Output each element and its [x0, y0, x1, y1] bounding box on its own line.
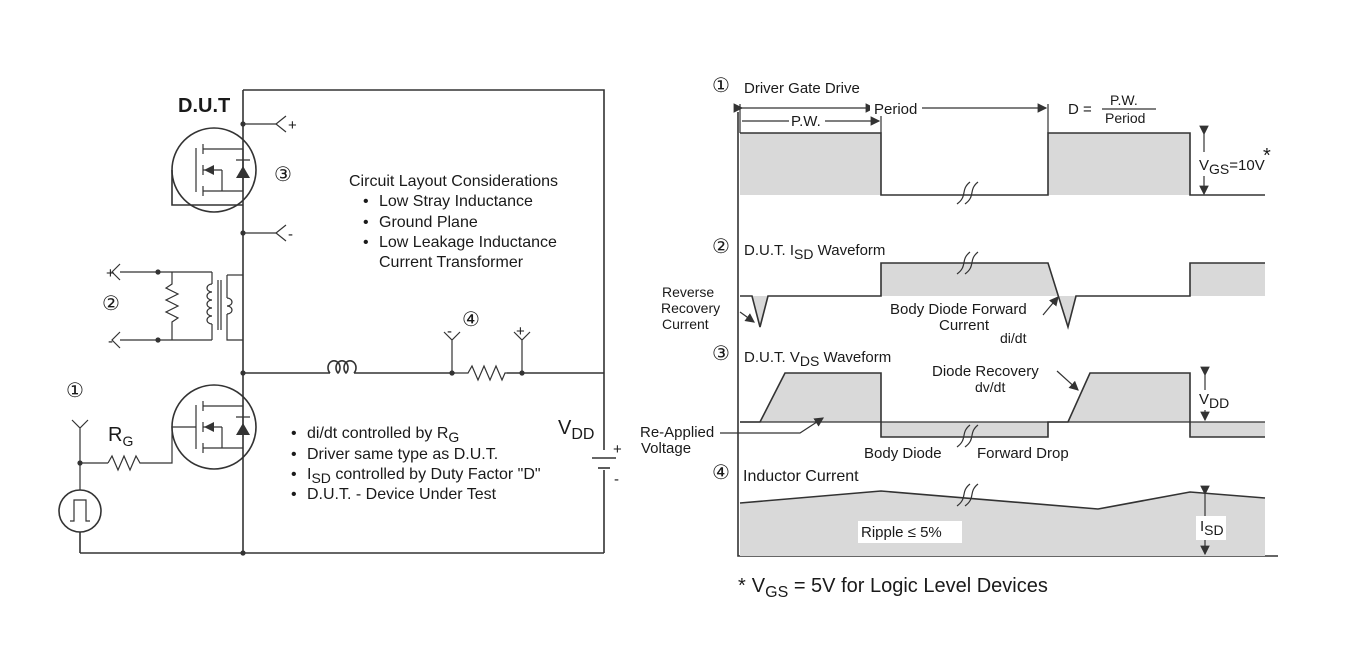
bdf-current-label: Current	[939, 317, 990, 334]
break-mark	[956, 181, 979, 205]
wave4-title: Inductor Current	[743, 468, 859, 485]
vdd-minus-label: -	[614, 471, 619, 488]
body-diode-forward-label: Body Diode Forward	[890, 301, 1027, 318]
duty-numerator: P.W.	[1110, 92, 1138, 108]
note-1: di/dt controlled by RG	[307, 425, 459, 445]
rg-label: RG	[108, 424, 133, 449]
note-bullet: •	[291, 425, 297, 442]
wave1-title: Driver Gate Drive	[744, 80, 860, 97]
note-4: D.U.T. - Device Under Test	[307, 486, 497, 503]
dut-plus-terminal-label: +	[288, 117, 297, 134]
layout-item-3: Low Leakage Inductance	[379, 234, 557, 251]
wave2-marker: ②	[712, 236, 730, 258]
wave4-marker: ④	[712, 462, 730, 484]
inductor-symbol	[327, 359, 357, 375]
marker-3: ③	[274, 164, 292, 186]
dut-label: D.U.T	[178, 95, 230, 117]
wave3-marker: ③	[712, 343, 730, 365]
ripple-label: Ripple ≤ 5%	[861, 524, 942, 541]
isd-trace	[740, 262, 1265, 330]
vdd-label: VDD	[558, 417, 594, 443]
gate-drive-trace	[740, 132, 1265, 196]
test-circuit: + - D.U.T ③	[58, 89, 622, 556]
reverse-label: Reverse	[662, 284, 714, 300]
layout-considerations-title: Circuit Layout Considerations	[349, 173, 558, 190]
current-transformer	[111, 263, 243, 349]
reapplied-label: Re-Applied	[640, 424, 714, 441]
vgs-label: VGS=10V	[1199, 157, 1265, 177]
inductor-current-trace	[739, 490, 1266, 510]
note-bullet: •	[291, 446, 297, 463]
rr-current-label: Current	[662, 316, 709, 332]
pulse-generator-symbol	[58, 489, 102, 533]
dut-minus-terminal-label: -	[288, 226, 293, 243]
isd-wave-label: ISD	[1200, 518, 1224, 538]
duty-eq-label: D =	[1068, 101, 1092, 118]
layout-item-3-cont: Current Transformer	[379, 254, 524, 271]
sense-plus-label: +	[516, 323, 525, 340]
recovery-label: Recovery	[661, 300, 720, 316]
wave1-marker: ①	[712, 75, 730, 97]
forward-drop-label: Forward Drop	[977, 445, 1069, 462]
wave3-title: D.U.T. VDS Waveform	[744, 349, 891, 369]
ct-plus-label: +	[106, 265, 115, 282]
voltage-label: Voltage	[641, 440, 691, 457]
dvdt-label: dv/dt	[975, 379, 1005, 395]
note-3: ISD controlled by Duty Factor "D"	[307, 466, 541, 486]
vgs-star: *	[1263, 145, 1271, 167]
dut-mosfet-symbol	[171, 127, 257, 213]
waveforms-panel: ① Driver Gate Drive Period P.W. D = P.W.…	[640, 75, 1278, 601]
duty-denominator: Period	[1105, 110, 1145, 126]
vdd-plus-label: +	[613, 441, 622, 458]
marker-4: ④	[462, 309, 480, 331]
body-diode-label: Body Diode	[864, 445, 942, 462]
layout-item-2: Ground Plane	[379, 214, 478, 231]
layout-item-bullet: •	[363, 234, 369, 251]
marker-2: ②	[102, 293, 120, 315]
vdd-wave-label: VDD	[1199, 391, 1229, 411]
note-2: Driver same type as D.U.T.	[307, 446, 498, 463]
footnote: *VGS = 5V for Logic Level Devices	[738, 575, 1048, 601]
ct-minus-label: -	[108, 333, 113, 350]
layout-item-bullet: •	[363, 193, 369, 210]
diode-recovery-label: Diode Recovery	[932, 363, 1039, 380]
layout-item-bullet: •	[363, 214, 369, 231]
vds-trace	[740, 372, 1265, 438]
wave2-title: D.U.T. ISD Waveform	[744, 242, 885, 262]
note-bullet: •	[291, 486, 297, 503]
note-bullet: •	[291, 466, 297, 483]
pw-label: P.W.	[791, 113, 821, 130]
period-label: Period	[874, 101, 917, 118]
sense-resistor-symbol	[455, 364, 507, 382]
vdd-battery-symbol	[592, 450, 616, 470]
gate-resistor-symbol	[107, 426, 196, 472]
layout-item-1: Low Stray Inductance	[379, 193, 533, 210]
marker-1: ①	[66, 380, 84, 402]
vdd-rail-wire	[243, 89, 605, 553]
sense-minus-label: -	[447, 323, 452, 340]
didt-label: di/dt	[1000, 330, 1027, 346]
